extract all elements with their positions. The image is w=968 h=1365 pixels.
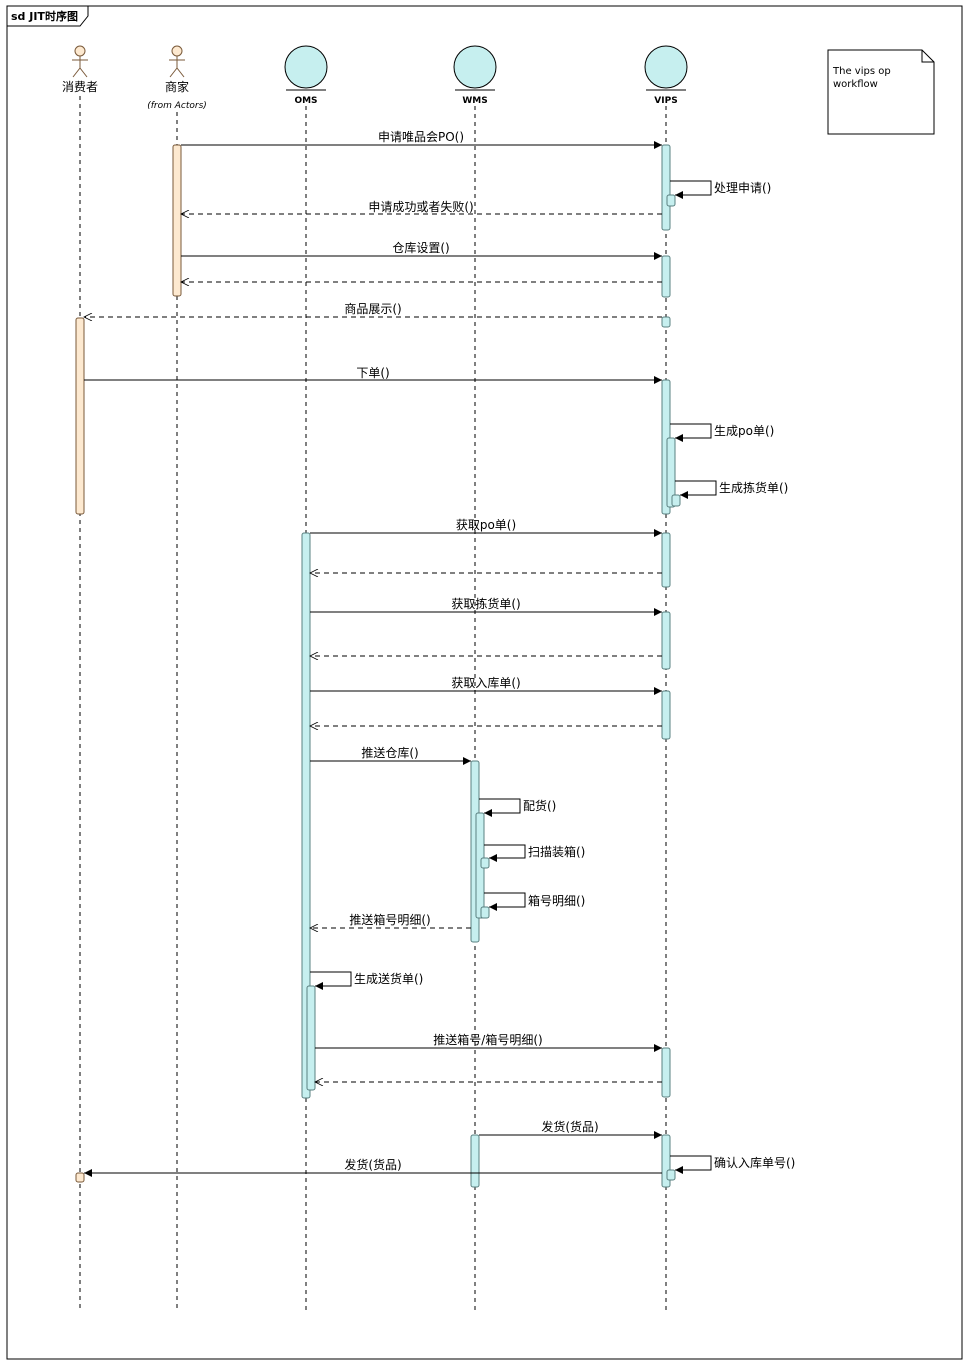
message-arrow bbox=[310, 971, 352, 990]
message-arrow bbox=[479, 798, 521, 817]
message-label: 发货(货品) bbox=[344, 1157, 401, 1172]
message-label: 箱号明细() bbox=[528, 893, 585, 908]
participant-label: OMS bbox=[294, 96, 317, 106]
message-labels: 申请唯品会PO() 处理申请() 申请成功或者失败() 仓库设置() 商品展示(… bbox=[344, 130, 795, 1172]
message-label: 生成po单() bbox=[714, 424, 774, 438]
actor-icon bbox=[72, 45, 88, 78]
entity-icon bbox=[644, 45, 688, 89]
activation-vips bbox=[661, 255, 671, 298]
message-label: 申请成功或者失败() bbox=[368, 199, 473, 214]
activation-oms bbox=[301, 532, 311, 1099]
message-label: 推送箱号明细() bbox=[349, 912, 430, 927]
activations bbox=[75, 144, 681, 1188]
message-label: 处理申请() bbox=[714, 181, 771, 195]
note-line1: The vips op bbox=[832, 66, 891, 77]
frame-title-tab bbox=[6, 5, 89, 27]
message-label: 下单() bbox=[356, 366, 389, 380]
participant-label: VIPS bbox=[654, 96, 677, 106]
entity-icon bbox=[284, 45, 328, 89]
activation-vips-self bbox=[666, 437, 676, 508]
activation-wms-self bbox=[480, 857, 490, 869]
participant-sublabel: (from Actors) bbox=[147, 101, 207, 111]
message-arrow bbox=[670, 180, 712, 199]
message-label: 仓库设置() bbox=[392, 240, 449, 255]
participant-consumer: 消费者 bbox=[62, 45, 98, 94]
message-label: 获取拣货单() bbox=[451, 596, 520, 611]
activation-vips-self bbox=[666, 1169, 676, 1181]
message-label: 获取po单() bbox=[456, 518, 516, 532]
activation-merchant bbox=[172, 144, 182, 297]
activation-vips bbox=[661, 1047, 671, 1098]
message-label: 确认入库单号() bbox=[714, 1155, 795, 1170]
activation-vips-self bbox=[671, 494, 681, 507]
participant-label: WMS bbox=[462, 96, 487, 106]
entity-icon bbox=[453, 45, 497, 89]
participant-label: 商家 bbox=[165, 79, 189, 94]
participant-wms: WMS bbox=[453, 45, 497, 106]
message-label: 推送仓库() bbox=[361, 745, 418, 760]
participant-merchant: 商家 (from Actors) bbox=[147, 45, 207, 111]
frame-title: sd JIT时序图 bbox=[11, 9, 78, 23]
message-label: 发货(货品) bbox=[541, 1119, 598, 1134]
diagram-frame bbox=[6, 5, 963, 1360]
message-label: 申请唯品会PO() bbox=[378, 130, 464, 144]
activation-wms bbox=[470, 1134, 480, 1188]
message-label: 推送箱号/箱号明细() bbox=[433, 1032, 542, 1047]
message-arrow bbox=[675, 480, 717, 499]
activation-consumer-end bbox=[75, 1172, 85, 1183]
activation-vips bbox=[661, 144, 671, 231]
activation-vips-self bbox=[666, 194, 676, 207]
activation-vips bbox=[661, 532, 671, 588]
message-label: 扫描装箱() bbox=[528, 844, 585, 859]
participant-vips: VIPS bbox=[644, 45, 688, 106]
message-label: 配货() bbox=[523, 798, 556, 813]
message-arrow bbox=[484, 892, 526, 911]
note: The vips op workflow bbox=[827, 49, 935, 135]
message-label: 商品展示() bbox=[344, 301, 401, 316]
activation-vips bbox=[661, 690, 671, 740]
actor-icon bbox=[169, 45, 185, 78]
message-arrow bbox=[670, 423, 712, 442]
activation-consumer bbox=[75, 317, 85, 515]
activation-vips bbox=[661, 611, 671, 670]
activation-oms-self bbox=[306, 985, 316, 1091]
activation-vips bbox=[661, 316, 671, 328]
note-line2: workflow bbox=[833, 79, 878, 90]
message-label: 生成送货单() bbox=[354, 971, 423, 986]
message-arrow bbox=[484, 844, 526, 862]
message-label: 获取入库单() bbox=[451, 675, 520, 690]
messages bbox=[84, 141, 717, 1177]
participant-label: 消费者 bbox=[62, 80, 98, 94]
participant-oms: OMS bbox=[284, 45, 328, 106]
activation-wms-self bbox=[480, 906, 490, 919]
message-arrow bbox=[670, 1155, 712, 1174]
message-label: 生成拣货单() bbox=[719, 480, 788, 495]
